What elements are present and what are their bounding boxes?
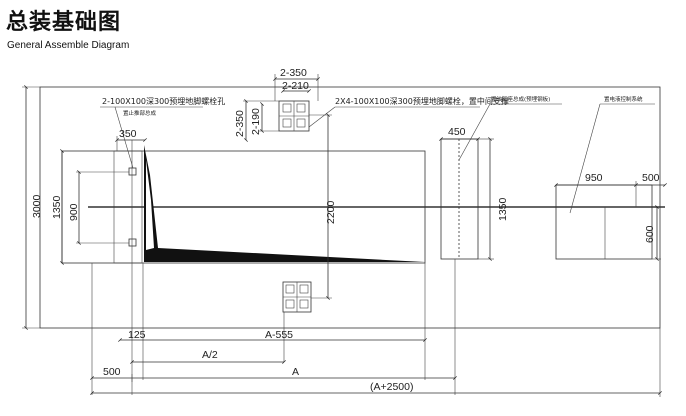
- wedge-plate: [144, 145, 425, 262]
- dim-2-210: 2-210: [282, 80, 309, 92]
- dim-600: 600: [644, 225, 656, 243]
- dim-2200: 2200: [325, 200, 337, 224]
- note-support-right: 置油缸座总成(预埋钢板): [491, 95, 550, 103]
- dim-450: 450: [448, 126, 466, 138]
- dim-2-350-top: 2-350: [280, 67, 307, 79]
- dim-125: 125: [128, 329, 146, 341]
- bolt-group-top: [278, 100, 310, 132]
- dim-a: A: [292, 366, 299, 378]
- page-title: 总装基础图: [6, 10, 122, 35]
- control-system-box: [555, 184, 653, 260]
- dim-a-555: A-555: [265, 329, 293, 341]
- dim-a-half: A/2: [202, 349, 218, 361]
- dim-500-right: 500: [642, 172, 660, 184]
- dim-3000: 3000: [31, 194, 43, 218]
- dim-2-190: 2-190: [250, 108, 262, 135]
- dim-500-bottom: 500: [103, 366, 121, 378]
- dim-900: 900: [68, 203, 80, 221]
- anchor-hole-bottom: [128, 238, 137, 247]
- note-bolt-left: 2-100X100深300预埋地脚螺栓孔: [102, 96, 225, 106]
- note-bolt-center: 2X4-100X100深300预埋地脚螺栓，置中间支撑: [335, 96, 509, 106]
- dim-950: 950: [585, 172, 603, 184]
- dim-1350-right: 1350: [497, 197, 509, 221]
- cylinder-seat-box: [440, 138, 479, 260]
- page-subtitle: General Assemble Diagram: [7, 40, 130, 51]
- dim-a-plus-2500: (A+2500): [370, 381, 414, 393]
- dim-1350-left: 1350: [51, 195, 63, 219]
- bolt-group-bottom: [282, 281, 312, 313]
- wedge-plate-hollow: [146, 160, 154, 250]
- anchor-hole-top: [128, 167, 137, 176]
- dim-2-350-vertical: 2-350: [234, 110, 246, 137]
- dim-350: 350: [119, 128, 137, 140]
- note-control-system: 置电液控制系统: [604, 95, 643, 103]
- note-bolt-left-sub: 置止推部总成: [123, 109, 157, 117]
